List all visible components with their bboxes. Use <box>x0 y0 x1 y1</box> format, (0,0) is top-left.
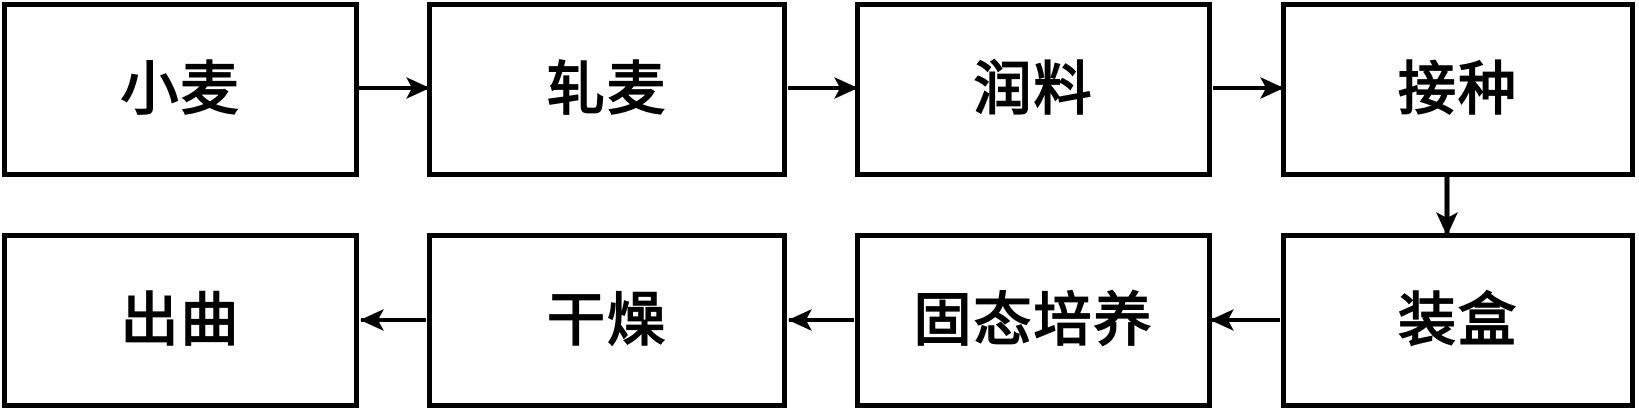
flow-step-inoculation-box: 接种 <box>1281 2 1635 177</box>
flow-step-boxing-label: 装盒 <box>1397 287 1518 353</box>
flow-step-wheat-rolling-label: 轧麦 <box>546 56 667 122</box>
flow-step-solid-state-cultivation-label: 固态培养 <box>913 287 1154 353</box>
flow-step-wheat-box: 小麦 <box>2 2 359 177</box>
flow-step-wheat-label: 小麦 <box>120 56 241 122</box>
flow-step-koji-output-box: 出曲 <box>2 233 359 408</box>
flow-step-boxing-box: 装盒 <box>1281 233 1635 408</box>
flow-step-wheat-rolling-box: 轧麦 <box>427 2 787 177</box>
flow-step-drying-box: 干燥 <box>427 233 787 408</box>
flow-step-drying-label: 干燥 <box>546 287 667 353</box>
flow-step-solid-state-cultivation-box: 固态培养 <box>855 233 1212 408</box>
flow-step-koji-output-label: 出曲 <box>120 287 241 353</box>
flow-step-inoculation-label: 接种 <box>1397 56 1518 122</box>
flow-step-moistening-label: 润料 <box>973 56 1094 122</box>
flow-step-moistening-box: 润料 <box>855 2 1212 177</box>
